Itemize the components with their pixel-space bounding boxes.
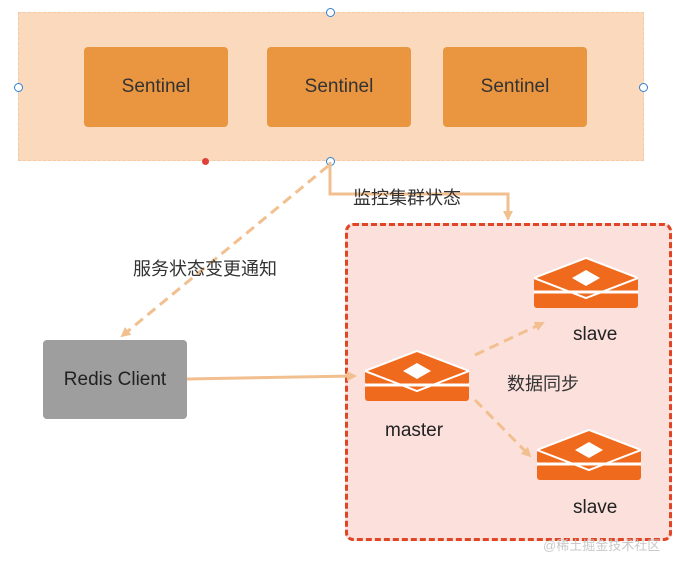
monitor-arrow[interactable] bbox=[328, 162, 513, 221]
sync-arrow-bottom[interactable] bbox=[473, 398, 532, 458]
notify-edge-label: 服务状态变更通知 bbox=[133, 259, 277, 279]
notify-arrow[interactable] bbox=[120, 164, 329, 338]
sentinel-label: Sentinel bbox=[304, 76, 374, 97]
watermark: @稀土掘金技术社区 bbox=[543, 538, 661, 553]
resize-handle-left[interactable] bbox=[14, 83, 23, 92]
sync-edge-label: 数据同步 bbox=[507, 374, 579, 394]
redis-master-icon bbox=[365, 349, 469, 401]
redis-client-node[interactable]: Redis Client bbox=[43, 340, 187, 419]
sync-arrow-top[interactable] bbox=[474, 321, 545, 357]
sentinel-node-1[interactable]: Sentinel bbox=[84, 47, 228, 127]
slave-top-label: slave bbox=[573, 324, 618, 345]
monitor-edge-label: 监控集群状态 bbox=[353, 188, 461, 208]
master-label: master bbox=[385, 420, 444, 441]
client-to-master-arrow[interactable] bbox=[186, 371, 357, 382]
slave-bottom-label: slave bbox=[573, 497, 618, 518]
resize-handle-top[interactable] bbox=[326, 8, 335, 17]
anchor-point[interactable] bbox=[202, 158, 209, 165]
redis-slave-top-icon bbox=[534, 256, 638, 308]
sentinel-node-2[interactable]: Sentinel bbox=[267, 47, 411, 127]
sentinel-label: Sentinel bbox=[121, 76, 191, 97]
redis-client-label: Redis Client bbox=[63, 368, 167, 390]
resize-handle-right[interactable] bbox=[639, 83, 648, 92]
sentinel-node-3[interactable]: Sentinel bbox=[443, 47, 587, 127]
sentinel-label: Sentinel bbox=[480, 76, 550, 97]
redis-slave-bottom-icon bbox=[537, 428, 641, 480]
